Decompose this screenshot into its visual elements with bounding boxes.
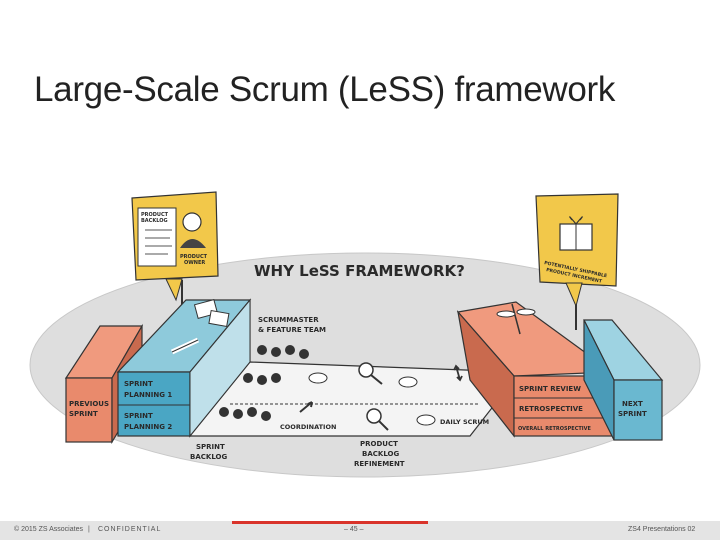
magnifier-icon	[366, 408, 382, 424]
sprint-planning-1-label-b: PLANNING 1	[124, 391, 172, 399]
team-member-icon	[257, 345, 267, 355]
sprint-review-label: SPRINT REVIEW	[519, 385, 581, 393]
footer-right-text: ZS4 Presentations 02	[628, 526, 696, 533]
next-sprint-label-1: NEXT	[622, 400, 643, 408]
dragonfly-icon	[511, 303, 521, 335]
team-member-icon	[233, 409, 243, 419]
dragonfly-wing	[516, 308, 536, 316]
footer-page-number: – 45 –	[344, 526, 364, 533]
less-framework-diagram: WHY LeSS FRAMEWORK? PRODUCT BACKLOG PROD…	[29, 191, 701, 478]
dragonfly-wing	[496, 310, 516, 318]
sprint-planning-1-label-a: SPRINT	[124, 380, 153, 388]
team-member-icon	[271, 347, 281, 357]
previous-sprint-label-2: SPRINT	[69, 410, 98, 418]
daily-scrum-label: DAILY SCRUM	[440, 418, 489, 426]
paper-icon	[208, 309, 230, 328]
speech-bubble-icon	[416, 414, 436, 426]
sprint-planning-2-label-b: PLANNING 2	[124, 423, 172, 431]
scrummaster-label-1: SCRUMMASTER	[258, 316, 319, 324]
previous-sprint-label-1: PREVIOUS	[69, 400, 109, 408]
team-member-icon	[271, 373, 281, 383]
pbr-label-1: PRODUCT	[360, 440, 398, 448]
speech-bubble-icon	[398, 376, 418, 388]
product-owner-body	[180, 239, 206, 248]
right-card-pointer	[565, 282, 583, 308]
coordination-arrow-icon	[299, 401, 313, 413]
coordination-label: COORDINATION	[280, 423, 336, 431]
team-member-icon	[243, 373, 253, 383]
pbr-label-3: REFINEMENT	[354, 460, 405, 468]
team-member-icon	[257, 375, 267, 385]
left-card-pointer	[165, 278, 183, 302]
team-member-icon	[299, 349, 309, 359]
team-member-icon	[247, 407, 257, 417]
previous-sprint-front	[65, 377, 113, 443]
gift-bow	[569, 216, 583, 225]
team-member-icon	[285, 345, 295, 355]
sprint-backlog-label-2: BACKLOG	[190, 453, 227, 461]
team-wall	[189, 298, 251, 438]
scrummaster-label-2: & FEATURE TEAM	[258, 326, 326, 334]
footer: © 2015 ZS Associates | CONFIDENTIAL – 45…	[0, 521, 720, 540]
diagram-heading: WHY LeSS FRAMEWORK?	[254, 262, 465, 280]
pbr-label-2: BACKLOG	[362, 450, 399, 458]
pen-outline	[171, 339, 199, 353]
speech-bubble-icon	[308, 372, 328, 384]
sprint-planning-2-label-a: SPRINT	[124, 412, 153, 420]
magnifier-handle	[378, 420, 389, 431]
footer-copyright: © 2015 ZS Associates	[14, 526, 83, 533]
magnifier-icon	[358, 362, 374, 378]
footer-accent-line	[232, 521, 428, 524]
backlog-list	[137, 207, 177, 267]
sprint-backlog-label-1: SPRINT	[196, 443, 225, 451]
footer-confidential: CONFIDENTIAL	[98, 526, 162, 533]
owner-line1: PRODUCT	[180, 254, 208, 260]
overall-retro-label: OVERALL RETROSPECTIVE	[518, 426, 592, 432]
team-member-icon	[261, 411, 271, 421]
footer-separator: |	[88, 526, 90, 533]
left-card-line2: BACKLOG	[141, 218, 168, 224]
next-sprint-front	[613, 379, 663, 441]
owner-line2: OWNER	[184, 260, 205, 266]
magnifier-handle	[370, 374, 383, 385]
team-member-icon	[219, 407, 229, 417]
left-card-line1: PRODUCT	[141, 212, 169, 218]
slide-title: Large-Scale Scrum (LeSS) framework	[34, 70, 616, 109]
product-owner-icon	[182, 212, 202, 232]
sync-arrow-icon	[453, 364, 463, 382]
next-sprint-label-2: SPRINT	[618, 410, 647, 418]
retrospective-label: RETROSPECTIVE	[519, 405, 583, 413]
